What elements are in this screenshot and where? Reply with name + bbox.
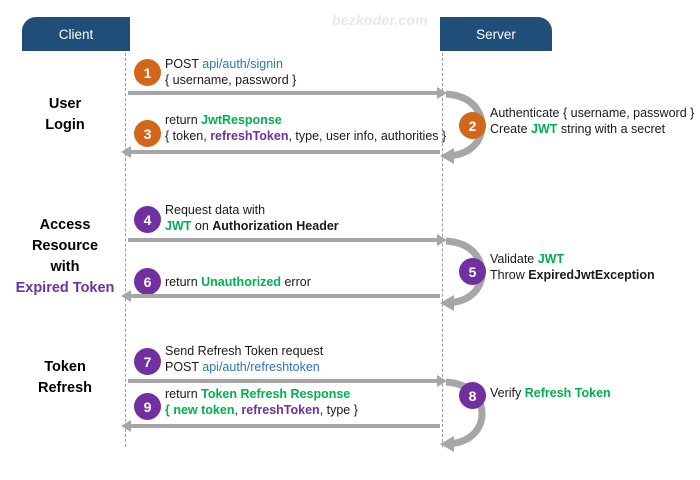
arrow-head-right-icon xyxy=(437,234,447,246)
step-badge-2: 2 xyxy=(459,112,486,139)
arrow-step-7 xyxy=(128,375,447,387)
message-line-2: POST api/auth/refreshtoken xyxy=(165,360,320,374)
phase-line: with xyxy=(50,259,80,275)
step-badge-9: 9 xyxy=(134,393,161,420)
response-type: JwtResponse xyxy=(201,113,282,127)
step-badge-1: 1 xyxy=(134,59,161,86)
step-badge-3: 3 xyxy=(134,120,161,147)
step-badge-4: 4 xyxy=(134,206,161,233)
phase-line: Refresh xyxy=(38,380,92,396)
phase-label-token-refresh: Token Refresh xyxy=(5,357,125,399)
refresh-token-keyword: refreshToken xyxy=(241,403,320,417)
step-badge-7: 7 xyxy=(134,348,161,375)
step-badge-8: 8 xyxy=(459,382,486,409)
message-label-step-5: Validate JWT Throw ExpiredJwtException xyxy=(490,251,655,283)
endpoint-url: api/auth/signin xyxy=(202,57,283,71)
message-line-1: return Token Refresh Response xyxy=(165,387,351,401)
arrow-head-left-icon xyxy=(121,420,131,432)
phase-line: Login xyxy=(45,117,85,133)
message-label-step-6: return Unauthorized error xyxy=(165,274,311,290)
token-keyword: JWT xyxy=(165,219,192,233)
phase-line: Resource xyxy=(31,238,99,254)
arrow-step-4 xyxy=(128,234,447,246)
message-label-step-9: return Token Refresh Response { new toke… xyxy=(165,386,358,418)
actor-header-server: Server xyxy=(440,17,552,51)
arrow-step-9 xyxy=(121,420,440,432)
message-line-1: Request data with xyxy=(165,203,266,217)
actor-label-server: Server xyxy=(476,26,516,42)
exception-name: ExpiredJwtException xyxy=(528,268,655,282)
lifeline-server xyxy=(442,53,443,447)
lifeline-client xyxy=(125,53,126,447)
message-label-step-1: POST api/auth/signin { username, passwor… xyxy=(165,56,296,88)
watermark: bezkoder.com xyxy=(332,12,428,28)
arrow-head-left-icon xyxy=(121,146,131,158)
refresh-token-keyword: refreshToken xyxy=(210,129,289,143)
message-line-1: Authenticate { username, password } xyxy=(490,106,695,120)
new-token-keyword: { new token xyxy=(165,403,235,417)
message-label-step-3: return JwtResponse { token, refreshToken… xyxy=(165,112,446,144)
auth-header-keyword: Authorization Header xyxy=(212,219,339,233)
actor-label-client: Client xyxy=(58,26,94,42)
message-line-1: Verify Refresh Token xyxy=(490,386,611,400)
message-label-step-8: Verify Refresh Token xyxy=(490,385,611,401)
token-keyword: JWT xyxy=(531,122,558,136)
phase-line: Token xyxy=(44,359,86,375)
arrow-head-left-icon xyxy=(121,290,131,302)
message-line-2: Create JWT string with a secret xyxy=(490,122,666,136)
phase-line: User xyxy=(48,96,82,112)
message-line-1: POST api/auth/signin xyxy=(165,57,283,71)
arrow-step-6 xyxy=(121,290,440,302)
response-type: Token Refresh Response xyxy=(201,387,351,401)
arrow-step-1 xyxy=(128,87,447,99)
step-badge-5: 5 xyxy=(459,258,486,285)
message-label-step-4: Request data with JWT on Authorization H… xyxy=(165,202,339,234)
message-label-step-7: Send Refresh Token request POST api/auth… xyxy=(165,343,323,375)
error-keyword: Unauthorized xyxy=(201,275,281,289)
message-line-1: return Unauthorized error xyxy=(165,275,311,289)
phase-line: Access xyxy=(39,217,91,233)
step-badge-6: 6 xyxy=(134,268,161,295)
message-line-2: { new token, refreshToken, type } xyxy=(165,403,358,417)
refresh-token-keyword: Refresh Token xyxy=(524,386,611,400)
message-line-2: { token, refreshToken, type, user info, … xyxy=(165,129,447,143)
endpoint-url: api/auth/refreshtoken xyxy=(202,360,320,374)
phase-line-expired-token: Expired Token xyxy=(15,280,115,296)
message-line-1: return JwtResponse xyxy=(165,113,282,127)
message-line-1: Send Refresh Token request xyxy=(165,344,324,358)
message-line-2: { username, password } xyxy=(165,73,297,87)
message-line-2: JWT on Authorization Header xyxy=(165,219,339,233)
arrow-head-right-icon xyxy=(437,87,447,99)
token-keyword: JWT xyxy=(537,252,565,266)
message-line-1: Validate JWT xyxy=(490,252,565,266)
message-label-step-2: Authenticate { username, password } Crea… xyxy=(490,105,694,137)
phase-label-access-resource: Access Resource with Expired Token xyxy=(5,215,125,299)
arrow-head-right-icon xyxy=(437,375,447,387)
message-line-2: Throw ExpiredJwtException xyxy=(490,268,655,282)
phase-label-user-login: User Login xyxy=(5,94,125,136)
actor-header-client: Client xyxy=(22,17,130,51)
arrow-step-3 xyxy=(121,146,440,158)
